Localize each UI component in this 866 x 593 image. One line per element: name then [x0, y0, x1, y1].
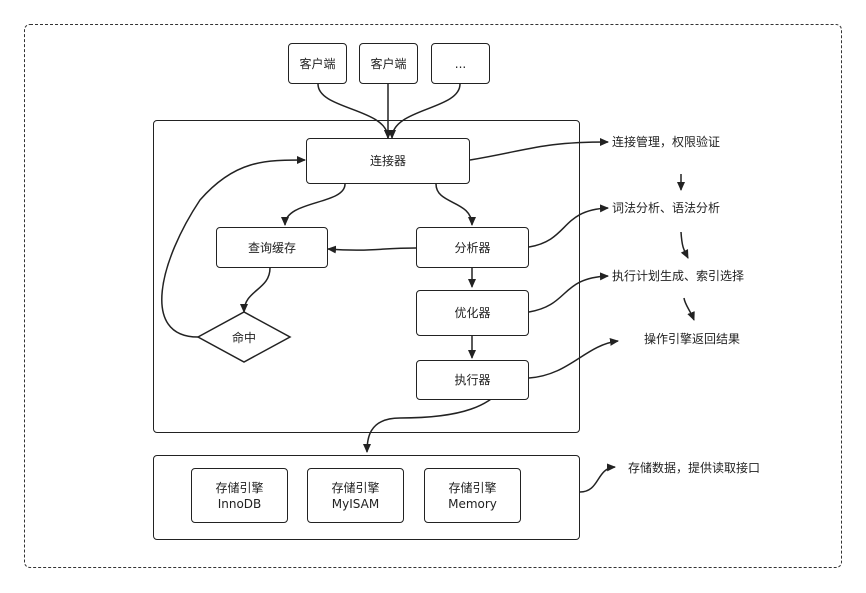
- engine-name: InnoDB: [217, 496, 262, 511]
- client-label: ...: [454, 56, 467, 71]
- optimizer-box: 优化器: [416, 290, 529, 336]
- query-cache-box: 查询缓存: [216, 227, 328, 268]
- optimizer-label: 优化器: [454, 306, 491, 320]
- diagram-frame: [24, 24, 842, 568]
- client-label: 客户端: [370, 56, 407, 71]
- engine-title: 存储引擎: [448, 480, 497, 495]
- note-executor: 操作引擎返回结果: [644, 332, 741, 346]
- storage-engine-innodb: 存储引擎 InnoDB: [191, 468, 288, 523]
- analyzer-box: 分析器: [416, 227, 529, 268]
- cache-hit-label: 命中: [232, 331, 257, 345]
- client-box-more: ...: [431, 43, 490, 84]
- connector-label: 连接器: [369, 154, 406, 168]
- note-connector: 连接管理，权限验证: [612, 135, 721, 149]
- engine-title: 存储引擎: [215, 480, 264, 495]
- connector-box: 连接器: [306, 138, 470, 184]
- analyzer-label: 分析器: [454, 240, 491, 255]
- note-analyzer: 词法分析、语法分析: [612, 201, 721, 215]
- storage-engine-memory: 存储引擎 Memory: [424, 468, 521, 523]
- cache-hit-diamond: [196, 311, 292, 363]
- executor-box: 执行器: [416, 360, 529, 400]
- engine-name: MyISAM: [331, 496, 380, 511]
- engine-name: Memory: [448, 496, 497, 511]
- note-storage: 存储数据，提供读取接口: [628, 461, 761, 475]
- client-box-2: 客户端: [359, 43, 418, 84]
- client-label: 客户端: [299, 56, 336, 71]
- executor-label: 执行器: [454, 373, 491, 387]
- query-cache-label: 查询缓存: [247, 240, 296, 255]
- engine-title: 存储引擎: [331, 480, 380, 495]
- storage-engine-myisam: 存储引擎 MyISAM: [307, 468, 404, 523]
- client-box-1: 客户端: [288, 43, 347, 84]
- note-optimizer: 执行计划生成、索引选择: [612, 269, 745, 283]
